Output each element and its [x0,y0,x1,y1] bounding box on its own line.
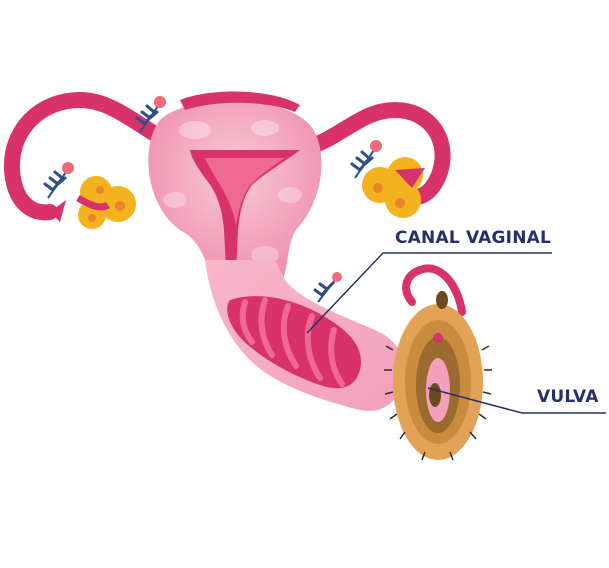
flower-sprig-icon [43,162,74,199]
left-fallopian-tube [3,91,198,222]
canal-vaginal-label: CANAL VAGINAL [395,228,552,248]
uterus [148,91,322,285]
vulva-leader-line [427,387,606,414]
flower-sprig-icon [135,96,166,133]
vulva [384,264,492,461]
right-fallopian-tube [292,101,451,205]
right-ovary [362,157,425,218]
flower-sprig-icon [313,272,342,303]
flower-sprig-icon [350,140,382,179]
canal-vaginal-leader-line [306,252,552,334]
left-ovary [76,176,136,229]
vaginal-canal [205,260,405,411]
vulva-label: VULVA [537,387,599,407]
